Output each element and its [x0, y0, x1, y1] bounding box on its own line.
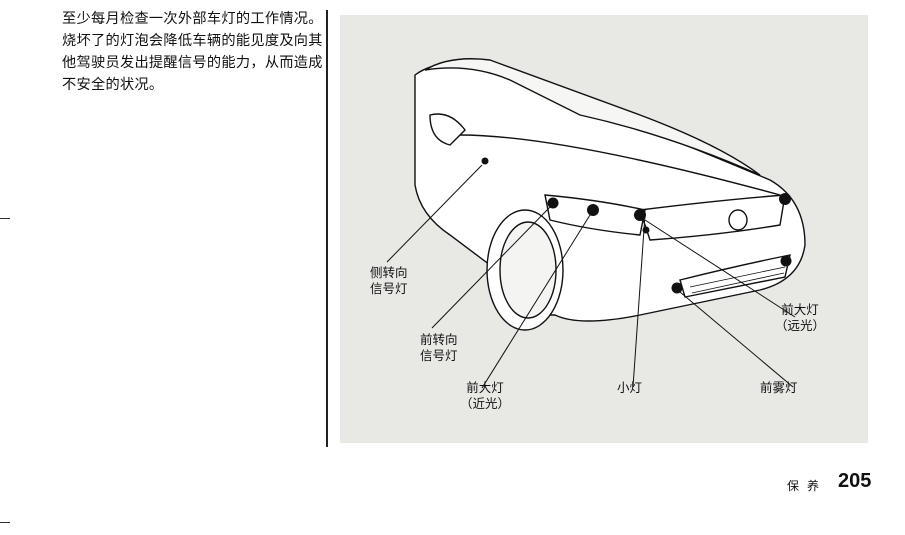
- label-line: 信号灯: [370, 281, 408, 296]
- label-headlight-low-beam: 前大灯 （近光）: [460, 380, 510, 412]
- label-side-turn-signal: 侧转向 信号灯: [370, 265, 408, 297]
- label-line: 侧转向: [370, 265, 408, 280]
- label-headlight-high-beam: 前大灯 （远光）: [775, 302, 825, 334]
- margin-mark: [0, 218, 10, 219]
- leader-lines: [386, 164, 796, 389]
- column-divider: [326, 10, 328, 447]
- side-turn-bulb: [481, 157, 489, 165]
- label-front-turn-signal: 前转向 信号灯: [420, 332, 458, 364]
- high-beam-bulb-left: [634, 209, 646, 221]
- section-name: 保养: [787, 479, 828, 493]
- fog-bulb: [671, 282, 683, 294]
- label-fog-light: 前雾灯: [760, 380, 798, 395]
- high-beam-bulb-right: [779, 193, 791, 205]
- label-parking-light: 小灯: [617, 380, 643, 395]
- car-illustration: [386, 58, 806, 389]
- label-line: 前转向: [420, 332, 458, 347]
- low-beam-bulb: [587, 204, 599, 216]
- label-line: （远光）: [775, 318, 826, 333]
- intro-paragraph: 至少每月检查一次外部车灯的工作情况。烧坏了的灯泡会降低车辆的能见度及向其他驾驶员…: [62, 11, 323, 93]
- fog-bulb-right: [780, 255, 792, 267]
- label-line: 前大灯: [781, 302, 819, 317]
- front-turn-bulb: [547, 197, 559, 209]
- margin-mark: [0, 522, 10, 523]
- label-line: 前大灯: [466, 380, 504, 395]
- exterior-lights-figure: 侧转向 信号灯 前转向 信号灯 前大灯 （近光） 小灯 前雾灯 前大灯 （远光）: [340, 15, 868, 443]
- page-number: 205: [838, 470, 872, 492]
- label-line: （近光）: [460, 396, 511, 411]
- label-line: 信号灯: [420, 348, 458, 363]
